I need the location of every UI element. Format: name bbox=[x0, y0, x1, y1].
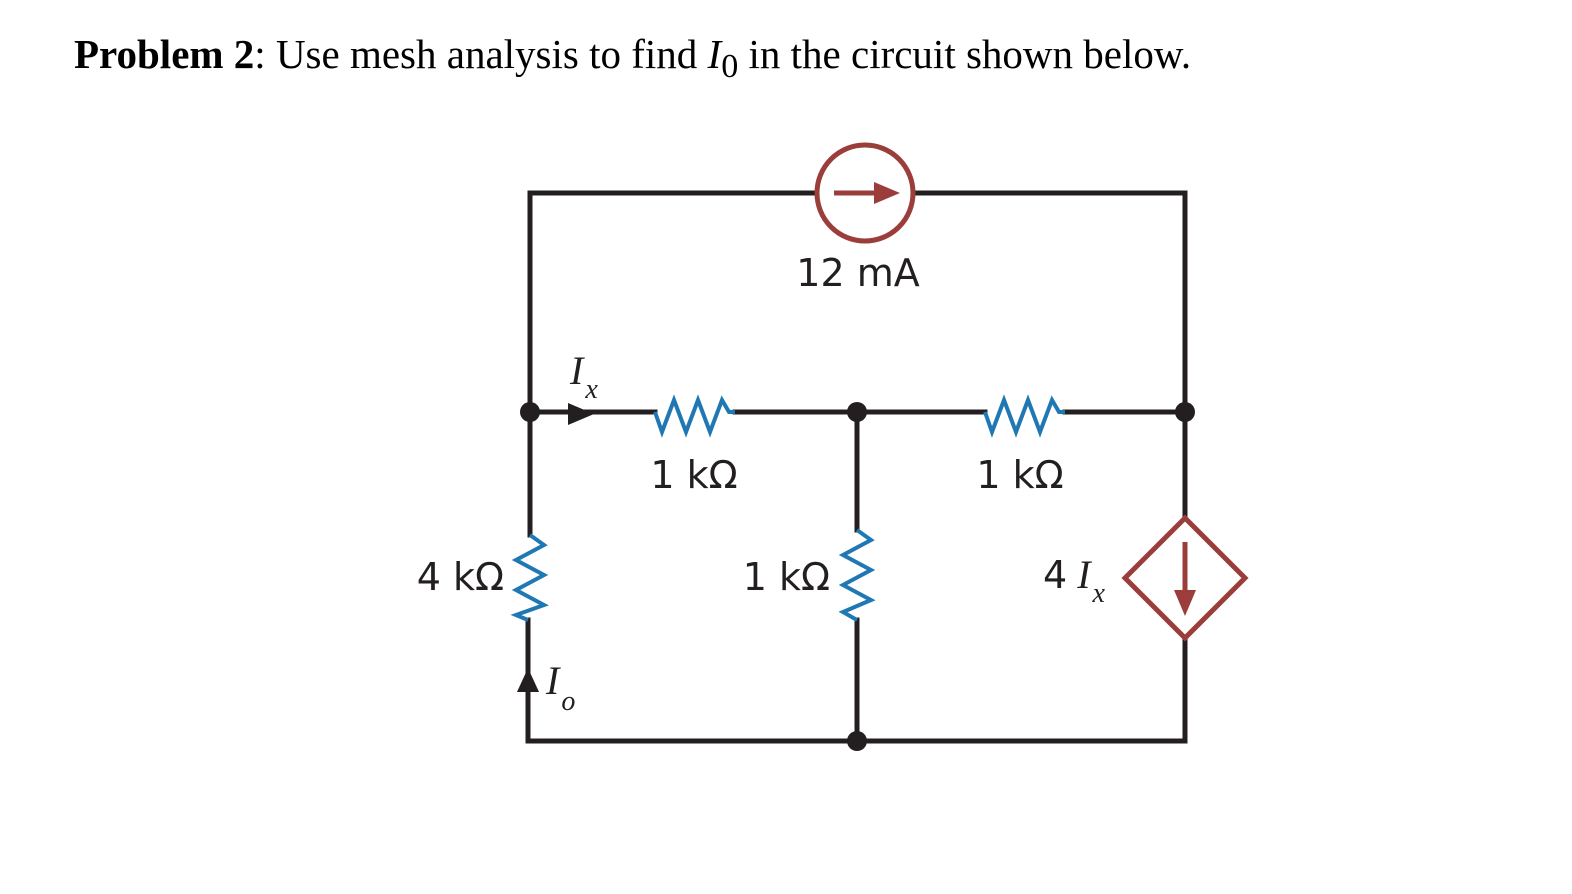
problem-text-before: : Use mesh analysis to find bbox=[254, 31, 708, 77]
ix-label: Ix bbox=[569, 348, 598, 405]
current-source bbox=[814, 142, 916, 244]
arrow-down-icon bbox=[1174, 590, 1196, 616]
dependent-source bbox=[1121, 514, 1249, 642]
resistor-left-label: 4 kΩ bbox=[417, 555, 504, 599]
ix-subscript: x bbox=[584, 374, 598, 405]
node-left bbox=[520, 402, 540, 422]
wires bbox=[525, 190, 1188, 744]
resistor-top-right-label: 1 kΩ bbox=[976, 453, 1063, 497]
problem-variable-subscript: 0 bbox=[721, 48, 739, 86]
resistor-top-left-symbol bbox=[653, 394, 735, 438]
node-middle-top bbox=[847, 402, 867, 422]
resistor-middle-symbol bbox=[838, 528, 876, 622]
problem-variable: I bbox=[707, 31, 722, 77]
node-right bbox=[1175, 402, 1195, 422]
current-source-label: 12 mA bbox=[796, 251, 919, 295]
resistor-top-right-symbol bbox=[983, 394, 1065, 438]
resistor-top-left-label: 1 kΩ bbox=[650, 453, 737, 497]
node-bottom bbox=[847, 731, 867, 751]
problem-statement: Problem 2: Use mesh analysis to find I0 … bbox=[74, 30, 1191, 86]
arrow-right-icon bbox=[874, 182, 900, 204]
ix-arrow-icon bbox=[568, 403, 594, 425]
io-subscript: o bbox=[561, 686, 575, 717]
dependent-source-variable: I bbox=[1076, 552, 1092, 597]
problem-text-after: in the circuit shown below. bbox=[738, 31, 1192, 77]
problem-heading: Problem 2 bbox=[74, 31, 255, 77]
io-label: Io bbox=[545, 658, 575, 717]
io-variable: I bbox=[545, 658, 561, 703]
ix-variable: I bbox=[569, 348, 585, 393]
resistor-middle-label: 1 kΩ bbox=[743, 555, 830, 599]
dependent-source-coefficient: 4 bbox=[1043, 553, 1067, 597]
resistor-left-symbol bbox=[510, 533, 549, 622]
io-arrow-icon bbox=[517, 668, 539, 692]
dependent-source-subscript: x bbox=[1092, 578, 1106, 609]
